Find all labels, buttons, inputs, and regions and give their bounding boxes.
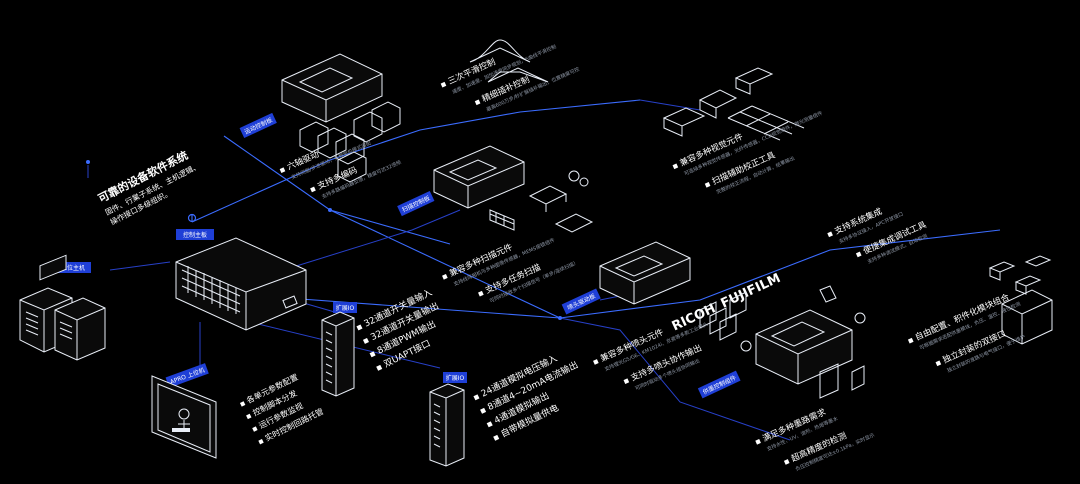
connection-nodes bbox=[86, 160, 562, 320]
tag-scan: 扫描控制板 bbox=[397, 190, 435, 217]
ink-supply-device bbox=[740, 285, 866, 385]
connection-wires bbox=[87, 99, 1001, 441]
tag-ink: 供墨控制组件 bbox=[697, 370, 741, 399]
host-computer-icon bbox=[19, 254, 106, 361]
sensor-features: ▪ 支持系统集成 支持多协议接入，APC开放接口 ▪ 便捷集成调试工具 支持多种… bbox=[825, 206, 928, 265]
motor-features-lower: ▪ 六轴驱动 支持伺服/步进驱动，多种电机模式适配 ▪ 支持多编码 支持多路编码… bbox=[277, 139, 402, 200]
tag-motor: 运动控制板 bbox=[239, 112, 277, 139]
tag-host: 上位主机 bbox=[55, 262, 91, 273]
ink-features-right: ▪ 自由配置、积件化模块组合 可根据需求选配供墨模块，负压、温控、液位检测 ▪ … bbox=[906, 291, 1027, 374]
head-nozzles bbox=[699, 291, 747, 341]
scan-board-device bbox=[433, 145, 525, 209]
svg-text:控制主板: 控制主板 bbox=[183, 231, 207, 239]
ink-features-bottom: ▪ 满足多种墨路需求 支持水性、UV、溶剂、热熔等墨水 ▪ 超高精度的检测 负压… bbox=[753, 406, 876, 472]
app-feature-list: ▪ 各单元参数配置 ▪ 控制脚本分发 ▪ 运行参数监视 ▪ 实时控制回路托管 bbox=[238, 372, 325, 447]
main-controller-box bbox=[175, 237, 307, 331]
scan-features: ▪ 兼容多种扫描元件 支持线阵相机与多种图像传感器，MEMS振镜组件 ▪ 支持多… bbox=[440, 237, 580, 305]
tag-head: 喷头驱动板 bbox=[561, 288, 601, 315]
io2-feature-list: ▪ 24通道模拟电压输入 ▪ 8通道4~20mA电流输出 ▪ 4通道模拟输出 ▪… bbox=[471, 352, 580, 444]
vision-features: ▪ 兼容多种视觉元件 可连接多种视觉传感器，光纤传感器，CCD视觉组件，激光测量… bbox=[670, 110, 823, 196]
motor-board-device bbox=[281, 53, 383, 123]
controller-ports bbox=[181, 266, 241, 314]
svg-text:扩展IO: 扩展IO bbox=[336, 304, 355, 312]
head-board-device bbox=[599, 241, 691, 305]
tag-io2: 扩展IO bbox=[443, 372, 467, 383]
svg-text:上位主机: 上位主机 bbox=[61, 264, 85, 272]
app-tablet-icon bbox=[151, 375, 217, 459]
io1-feature-list: ▪ 32通道开关量输入 ▪ 32通道开关量输出 ▪ 8通道PWM输出 ▪ 双UA… bbox=[354, 286, 441, 374]
vision-components bbox=[662, 67, 805, 141]
svg-text:扩展IO: 扩展IO bbox=[446, 374, 465, 382]
scan-sensors bbox=[489, 170, 594, 233]
motor-drivers bbox=[299, 101, 401, 183]
io-board-1 bbox=[321, 311, 355, 397]
tag-io1: 扩展IO bbox=[333, 302, 357, 313]
io-board-2 bbox=[429, 383, 465, 467]
motor-curves bbox=[469, 39, 549, 83]
sensor-icons bbox=[988, 255, 1052, 295]
motor-features-upper: ▪ 三次平滑控制 速度、加速度、加加速度同步规划，S曲线平滑控制 ▪ 精细插补控… bbox=[438, 43, 580, 113]
ink-components bbox=[819, 289, 1053, 399]
fujifilm-logo: FUJIFILM bbox=[719, 271, 783, 312]
tag-controller: 控制主板 bbox=[176, 229, 214, 240]
